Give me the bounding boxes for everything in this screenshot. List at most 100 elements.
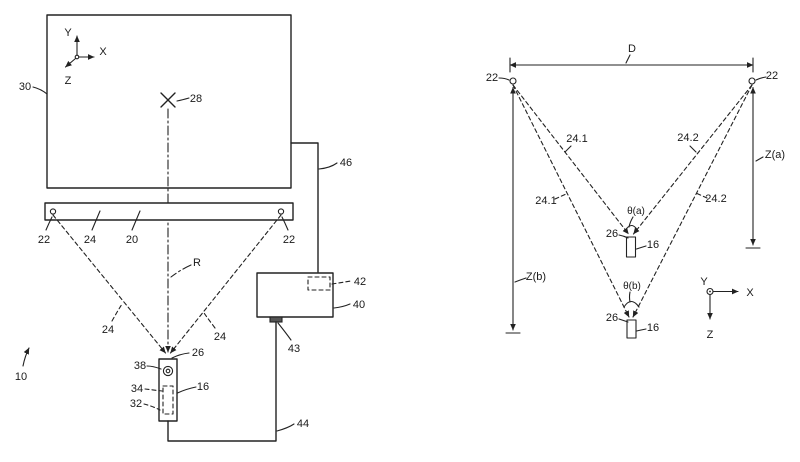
ref-label-22-right: 22 — [755, 70, 778, 82]
angle-b: θ(b) — [623, 281, 641, 308]
leader-line — [689, 145, 697, 153]
cable-remote-ref-text: 44 — [297, 418, 309, 430]
led-marker-left — [49, 208, 57, 215]
beam-left-to-a — [512, 84, 630, 235]
leader-line — [625, 54, 631, 64]
leader-line — [276, 423, 295, 432]
ref-label-16: 16 — [176, 381, 209, 394]
system-ref-text: 10 — [15, 371, 27, 383]
beam-left-ref-text: 24 — [102, 324, 114, 336]
z-axis-arrow — [64, 57, 77, 68]
ref-label-16-b: 16 — [635, 322, 659, 334]
ref-label-43: 43 — [277, 322, 300, 355]
screen-coordinate-axes: Y X Z — [64, 27, 107, 87]
console-ref-text: 40 — [353, 299, 365, 311]
leader-line — [111, 303, 123, 322]
beam-right-ref-text: 24 — [214, 331, 226, 343]
depth-dimension-b: Z(b) — [505, 86, 546, 334]
y-axis-label: Y — [700, 276, 708, 288]
leader-line — [144, 388, 163, 392]
angle-a: θ(a) — [624, 206, 645, 232]
leader-line — [176, 97, 190, 102]
camera-lens-outer — [162, 365, 174, 377]
ref-label-20: 20 — [126, 210, 141, 246]
remote-position-a — [625, 236, 637, 258]
imager-ref-text: 26 — [192, 347, 204, 359]
led-marker-right — [748, 77, 756, 85]
leader-line — [32, 86, 48, 95]
camera-lens-inner — [165, 368, 171, 374]
leader-line — [755, 76, 767, 81]
target-ref-text: 28 — [190, 93, 202, 105]
ref-label-10: 10 — [15, 347, 30, 383]
leader-line — [755, 156, 764, 162]
leader-line — [554, 193, 567, 200]
leader-line — [171, 352, 190, 359]
ref-label-44: 44 — [276, 418, 309, 432]
leader-line — [203, 312, 216, 329]
remote-ref-text: 16 — [197, 381, 209, 393]
ref-label-242-lower: 24.2 — [695, 192, 727, 205]
leader-line — [635, 328, 647, 332]
system-arrow — [22, 347, 30, 367]
ir-beam-left — [52, 214, 167, 354]
ref-label-30: 30 — [19, 81, 48, 95]
z-axis-label: Z — [65, 75, 72, 87]
ref-label-46: 46 — [318, 157, 352, 170]
angle-a-ref-text: θ(a) — [627, 206, 645, 217]
console-module-box — [307, 276, 331, 291]
leader-line — [628, 291, 631, 303]
ref-label-32: 32 — [130, 398, 161, 411]
led-marker-right — [277, 208, 285, 215]
imager-b-ref-text: 26 — [606, 312, 618, 324]
beam-right-b-ref-text: 24.2 — [705, 193, 726, 205]
ref-label-241-upper: 24.1 — [564, 133, 588, 153]
remote-console-cable — [167, 321, 277, 442]
cable-screen-ref-text: 46 — [340, 157, 352, 169]
leader-line — [91, 210, 101, 231]
angle-arc — [623, 300, 640, 308]
x-axis-label: X — [99, 46, 107, 58]
port-ref-text: 43 — [288, 343, 300, 355]
screen-ref-text: 30 — [19, 81, 31, 93]
beam-left-to-b — [512, 84, 630, 318]
marker-right-ref-text: 22 — [283, 234, 295, 246]
leader-line — [498, 77, 510, 81]
world-coordinate-axes: Y X Z — [700, 276, 754, 341]
leader-line — [564, 145, 572, 153]
ray-ref-text: R — [193, 257, 201, 269]
leader-line — [170, 264, 192, 278]
ref-label-22-left: 22 — [38, 216, 53, 246]
beam-left-a-ref-text: 24.1 — [566, 133, 587, 145]
module-ref-text: 42 — [354, 276, 366, 288]
remote-position-b — [626, 319, 637, 339]
ref-label-22-right: 22 — [281, 216, 295, 246]
fig-triangulation-geometry: D 22 22 Z(a) Z(b) 24.1 — [486, 43, 785, 341]
leader-line — [277, 322, 292, 341]
ref-label-26-a: 26 — [606, 228, 629, 240]
ref-label-241-lower: 24.1 — [535, 193, 567, 207]
leader-line — [281, 216, 289, 231]
bar-led-ref-text: 24 — [84, 234, 96, 246]
leader-line — [628, 216, 634, 228]
depth-b-ref-text: Z(b) — [526, 271, 546, 283]
sensor-bar — [44, 202, 294, 221]
fig-pointing-system: Y X Z 30 28 R 46 22 — [15, 14, 366, 442]
beam-right-to-a — [632, 84, 753, 235]
leader-line — [514, 277, 527, 283]
console-port — [269, 316, 283, 323]
y-axis-label: Y — [64, 27, 72, 39]
ref-label-26-b: 26 — [606, 312, 629, 324]
leader-line — [618, 318, 629, 323]
beam-left-b-ref-text: 24.1 — [535, 195, 556, 207]
depth-dimension-a: Z(a) — [745, 86, 785, 249]
leader-line — [618, 234, 629, 239]
ref-label-22-left: 22 — [486, 72, 510, 84]
leader-line — [146, 365, 162, 370]
leader-line — [176, 386, 197, 394]
x-mark — [160, 92, 176, 108]
ref-label-38: 38 — [134, 360, 162, 372]
ref-label-42: 42 — [331, 276, 366, 288]
